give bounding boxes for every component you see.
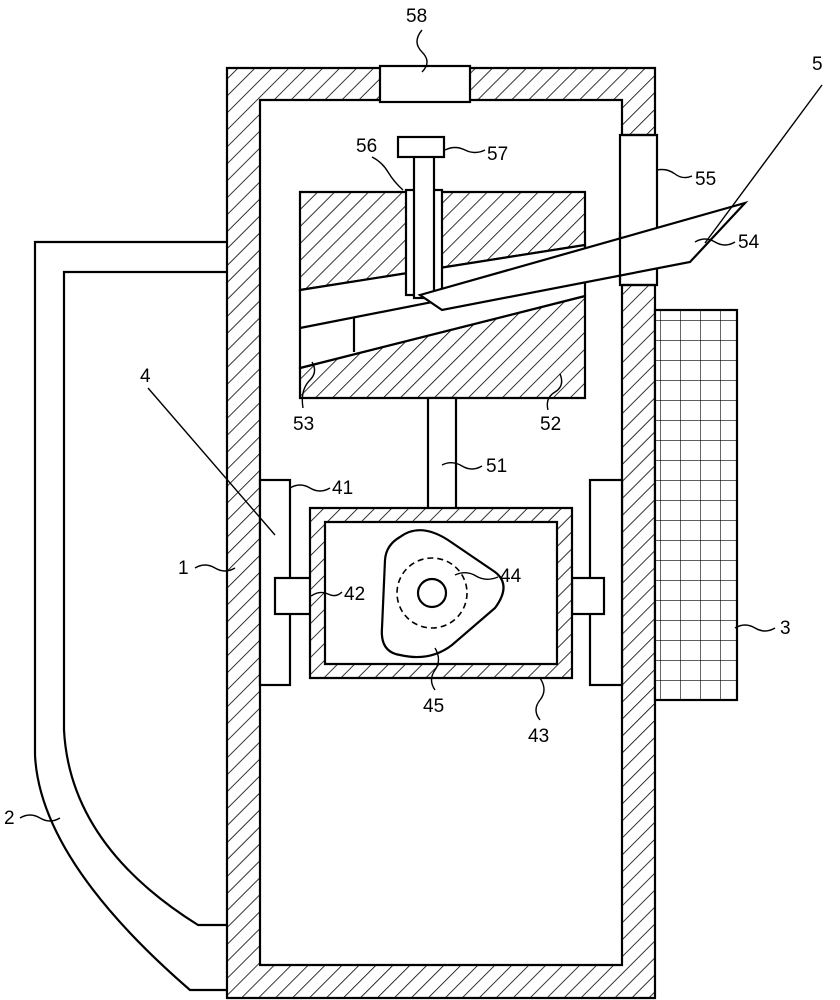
label-44: 44 xyxy=(500,566,522,587)
slider-left xyxy=(273,576,313,616)
label-3: 3 xyxy=(780,618,791,639)
cam xyxy=(380,529,505,659)
labels: 58 5 56 57 55 54 53 52 51 4 41 1 42 44 3… xyxy=(4,6,823,829)
handle xyxy=(33,240,227,992)
chute xyxy=(417,200,749,312)
label-52: 52 xyxy=(540,414,561,435)
label-1: 1 xyxy=(178,558,189,579)
rod-cap xyxy=(396,135,446,159)
label-53: 53 xyxy=(293,414,314,435)
label-43: 43 xyxy=(528,726,549,747)
rod xyxy=(412,148,436,300)
guide-rails xyxy=(258,478,624,687)
label-57: 57 xyxy=(487,144,508,165)
slider-right xyxy=(570,576,606,616)
leader-lines xyxy=(19,29,823,822)
label-2: 2 xyxy=(4,808,15,829)
label-55: 55 xyxy=(695,169,716,190)
label-42: 42 xyxy=(344,584,365,605)
label-4: 4 xyxy=(140,366,151,387)
label-56: 56 xyxy=(356,136,377,157)
label-45: 45 xyxy=(423,696,444,717)
cam-frame xyxy=(308,506,574,680)
housing xyxy=(225,64,659,1000)
grid-panel xyxy=(653,308,739,702)
label-5: 5 xyxy=(812,54,823,75)
label-41: 41 xyxy=(332,478,353,499)
label-58: 58 xyxy=(406,6,427,27)
label-54: 54 xyxy=(738,232,760,253)
label-51: 51 xyxy=(486,456,507,477)
top-opening xyxy=(378,64,472,104)
connecting-rod xyxy=(426,396,458,512)
